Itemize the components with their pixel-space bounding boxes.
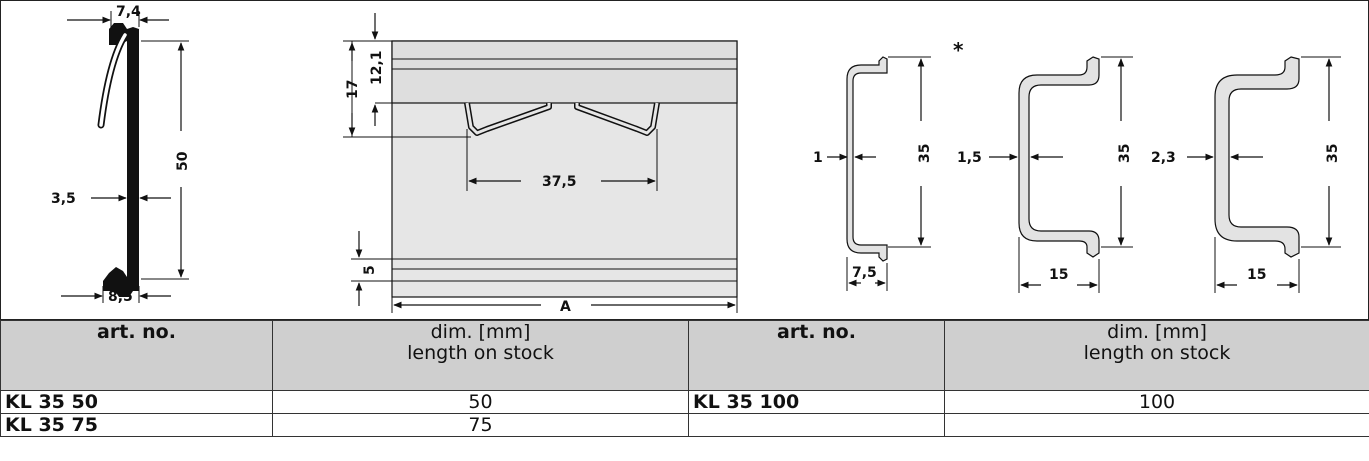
rail-section-1-shape — [846, 56, 888, 262]
rail-section-3: 35 2,3 15 — [1151, 56, 1341, 293]
rail-1-thickness: 1 — [813, 150, 823, 166]
header-art-no-right: art. no. — [688, 320, 945, 391]
clip-profile-shape — [103, 23, 139, 297]
technical-drawing: 7,4 50 3,5 8,5 — [51, 4, 1341, 315]
article-table: art. no. dim. [mm] length on stock art. … — [0, 320, 1369, 437]
dim-bottom-width: 8,5 — [108, 289, 133, 305]
dim-bottom-strip: 5 — [362, 265, 378, 275]
rail-1-width: 7,5 — [852, 265, 877, 281]
dim-hole-spacing: 37,5 — [542, 174, 577, 190]
art-no-cell: KL 35 100 — [688, 390, 945, 414]
clip-profile-view: 7,4 50 3,5 8,5 — [51, 4, 191, 305]
table-row: KL 35 50 50 KL 35 100 100 — [0, 390, 1369, 414]
header-dim-left: dim. [mm] length on stock — [272, 320, 689, 391]
dim-thickness: 3,5 — [51, 191, 76, 207]
header-dim-right: dim. [mm] length on stock — [944, 320, 1369, 391]
header-dim-right-line1: dim. [mm] — [1107, 321, 1207, 343]
rail-1-height: 35 — [917, 144, 933, 163]
rail-2-width: 15 — [1049, 267, 1068, 283]
header-dim-right-line2: length on stock — [1083, 342, 1231, 364]
rail-section-1: 35 1 7,5 — [813, 56, 933, 291]
rail-2-thickness: 1,5 — [957, 150, 982, 166]
dim-cell: 75 — [272, 413, 689, 437]
rail-3-width: 15 — [1247, 267, 1266, 283]
rail-front-view: 17 12,1 37,5 5 A — [343, 13, 738, 315]
footnote-marker: * — [953, 38, 964, 62]
dim-cell: 100 — [944, 390, 1369, 414]
header-dim-left-line2: length on stock — [407, 342, 554, 364]
dim-cell: 50 — [272, 390, 689, 414]
rail-section-3-shape — [1214, 56, 1300, 258]
rail-3-thickness: 2,3 — [1151, 150, 1176, 166]
rail-section-2-shape — [1018, 56, 1100, 258]
rail-section-2: 35 1,5 15 — [957, 56, 1133, 293]
dim-profile-height: 50 — [175, 151, 191, 171]
art-no-cell: KL 35 75 — [0, 413, 273, 437]
dim-length-a: A — [560, 299, 571, 315]
rail-2-height: 35 — [1117, 144, 1133, 163]
table-header-row: art. no. dim. [mm] length on stock art. … — [0, 320, 1369, 391]
dim-front-12-1: 12,1 — [369, 50, 385, 85]
dim-front-17: 17 — [345, 80, 361, 99]
header-art-no-left: art. no. — [0, 320, 273, 391]
table-row: KL 35 75 75 — [0, 413, 1369, 437]
art-no-cell: KL 35 50 — [0, 390, 273, 414]
header-dim-left-line1: dim. [mm] — [430, 321, 531, 343]
technical-drawing-panel: 7,4 50 3,5 8,5 — [0, 0, 1369, 320]
dim-top-width: 7,4 — [116, 4, 141, 20]
art-no-cell — [688, 413, 945, 437]
rail-3-height: 35 — [1325, 144, 1341, 163]
dim-cell — [944, 413, 1369, 437]
